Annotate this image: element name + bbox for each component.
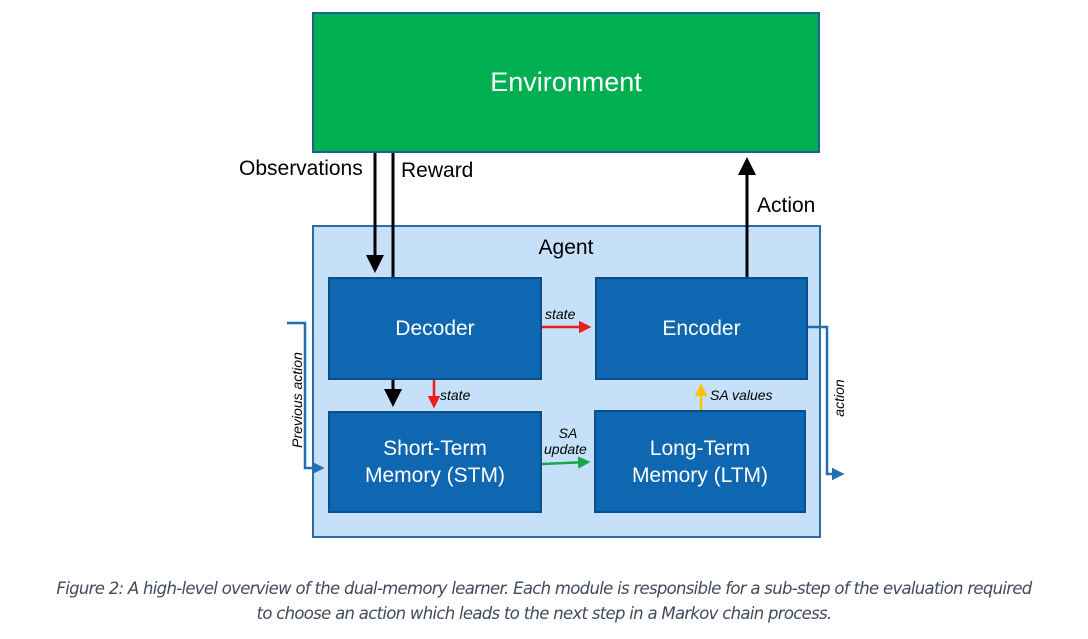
stm-label-line2: Memory (STM) [365,464,505,487]
encoder-label: Encoder [662,317,741,340]
stm-module: Short-Term Memory (STM) [328,411,542,513]
action-out-label: action [831,379,847,417]
ltm-module: Long-Term Memory (LTM) [594,410,806,513]
figure-caption-line1: Figure 2: A high-level overview of the d… [56,579,1032,598]
decoder-encoder-state-label: state [545,306,576,322]
figure-caption-line2: to choose an action which leads to the n… [256,604,833,623]
observations-label: Observations [239,157,363,180]
ltm-label-line1: Long-Term [649,436,751,460]
decoder-label: Decoder [395,317,475,340]
previous-action-arrow [287,321,325,475]
decoder-stm-state-label: state [440,387,471,403]
ltm-label-line2: Memory (LTM) [631,463,769,487]
reward-label: Reward [401,159,474,182]
environment-label: Environment [490,67,642,97]
stm-label-line1: Short-Term [383,437,487,460]
action-out-arrow [808,325,845,481]
sa-update-label-line2: update [544,441,587,457]
decoder-module: Decoder [328,277,542,380]
sa-update-label-line1: SA [558,425,578,441]
stm-ltm-update-arrow [541,456,591,469]
encoder-module: Encoder [595,277,808,380]
sa-values-label: SA values [710,387,773,403]
previous-action-label: Previous action [289,352,305,448]
agent-label: Agent [538,236,594,259]
environment-box [312,12,820,153]
action-label: Action [757,194,816,217]
